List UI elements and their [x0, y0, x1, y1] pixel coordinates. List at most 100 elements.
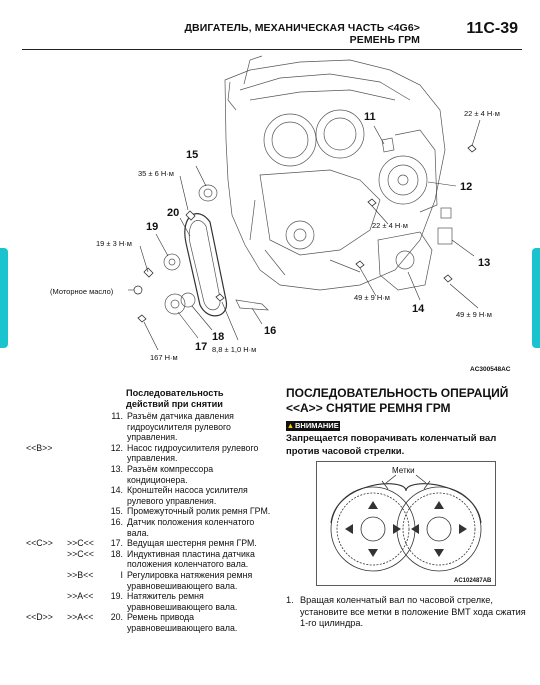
removal-step-code: [26, 506, 67, 517]
removal-caption: Последовательность действий при снятии: [126, 388, 276, 410]
callout-15: 15: [186, 149, 198, 161]
removal-step-install-code: >>C<<: [67, 538, 94, 549]
removal-step: 16. Датчик положения коленчатого вала.: [26, 517, 276, 538]
removal-step-code: [26, 485, 67, 506]
removal-step-number: 20.: [110, 612, 123, 623]
figure-code: AC300548AC: [470, 366, 511, 373]
warning-icon: ▲: [286, 421, 295, 430]
warning-text: Запрещается поворачивать коленчатый вал …: [286, 433, 497, 457]
torque-label: 22 ± 4 Н·м: [464, 109, 500, 118]
header-title-line2: РЕМЕНЬ ГРМ: [349, 34, 420, 46]
removal-step-install-code: [67, 517, 101, 538]
procedure-step-text: Вращая коленчатый вал по часовой стрелке…: [300, 595, 526, 628]
removal-step-number: 12.: [110, 442, 123, 453]
torque-label: 49 ± 9 Н·м: [354, 293, 390, 302]
removal-step-text: Регулировка натяжения ремня уравновешива…: [127, 569, 253, 591]
removal-step: <<B>> 12. Насос гидроусилителя рулевого уп…: [26, 443, 276, 464]
removal-step-install-code: >>C<<: [67, 548, 94, 559]
removal-step-code: [26, 591, 67, 612]
warning-badge: ▲ВНИМАНИЕ: [286, 421, 340, 431]
removal-step: >>A<< 19. Натяжитель ремня уравновешивающе…: [26, 591, 276, 612]
removal-step-text: Датчик положения коленчатого вала.: [127, 516, 255, 538]
removal-step-number: 17.: [110, 538, 123, 549]
removal-step-code: <<C>>: [26, 538, 53, 549]
torque-label: 167 Н·м: [150, 353, 178, 362]
page-header-title: ДВИГАТЕЛЬ, МЕХАНИЧЕСКАЯ ЧАСТЬ <4G6> РЕМЕ…: [184, 22, 420, 46]
removal-step-code: <<D>>: [26, 612, 53, 623]
removal-step-install-code: [67, 485, 101, 506]
removal-step-code: [26, 549, 67, 570]
removal-step-install-code: [67, 443, 101, 464]
removal-sequence: Последовательность действий при снятии 1…: [26, 388, 276, 633]
removal-step-text: Индуктивная пластина датчика положения к…: [127, 548, 255, 570]
procedure-step-number: 1.: [286, 595, 294, 605]
removal-step-text: Разъём компрессора кондиционера.: [127, 463, 214, 485]
removal-step-text: Ведущая шестерня ремня ГРМ.: [127, 538, 257, 549]
removal-step-text: Насос гидроусилителя рулевого управления…: [127, 442, 259, 464]
removal-step-text: Промежуточный ролик ремня ГРМ.: [127, 506, 271, 517]
torque-label: 22 ± 4 Н·м: [372, 221, 408, 230]
removal-step-install-code: [67, 464, 101, 485]
removal-step-install-code: >>B<<: [67, 569, 94, 580]
removal-step: 13. Разъём компрессора кондиционера.: [26, 464, 276, 485]
removal-step-install-code: [67, 411, 101, 443]
removal-step-install-code: [67, 506, 101, 517]
removal-step: <<D>> >>A<< 20. Ремень привода уравновешива…: [26, 612, 276, 633]
removal-step: >>C<< 18. Индуктивная пластина датчика пол…: [26, 549, 276, 570]
removal-step-install-code: >>A<<: [67, 612, 94, 623]
removal-step-code: <<B>>: [26, 442, 53, 453]
removal-step-number: 19.: [110, 591, 123, 602]
removal-step-code: [26, 464, 67, 485]
removal-step: 14. Кронштейн насоса усилителя рулевого у…: [26, 485, 276, 506]
removal-step: <<C>> >>C<< 17. Ведущая шестерня ремня ГРМ.: [26, 538, 276, 549]
torque-label: 8,8 ± 1,0 Н·м: [212, 345, 256, 354]
removal-step-code: [26, 517, 67, 538]
procedure-title-line1: ПОСЛЕДОВАТЕЛЬНОСТЬ ОПЕРАЦИЙ: [286, 386, 509, 400]
removal-step-text: Натяжитель ремня уравновешивающего вала.: [127, 591, 238, 612]
removal-step-number: 13.: [110, 463, 123, 474]
oil-note: (Моторное масло): [50, 287, 114, 296]
removal-step-code: [26, 411, 67, 443]
procedure-title-line2: <<A>> СНЯТИЕ РЕМНЯ ГРМ: [286, 401, 451, 415]
removal-caption-line2: действий при снятии: [126, 399, 223, 409]
engine-illustration: 11 12 13 14 15 16 17 18 19 20 22 ± 4 Н·м…: [50, 55, 500, 362]
callout-18: 18: [212, 331, 224, 343]
removal-step-text: Разъём датчика давления гидроусилителя р…: [127, 411, 234, 443]
torque-label: 35 ± 6 Н·м: [138, 169, 174, 178]
removal-step-number: 18.: [110, 548, 123, 559]
page-number: 11C-39: [466, 20, 518, 37]
callout-13: 13: [478, 257, 490, 269]
procedure-title: ПОСЛЕДОВАТЕЛЬНОСТЬ ОПЕРАЦИЙ <<A>> СНЯТИЕ…: [286, 386, 508, 416]
removal-step-text: Кронштейн насоса усилителя рулевого упра…: [127, 485, 248, 506]
removal-step: 15. Промежуточный ролик ремня ГРМ.: [26, 506, 276, 517]
removal-step-text: Ремень привода уравновешивающего вала.: [127, 612, 238, 633]
marks-label: Метки: [392, 466, 415, 475]
header-rule: [22, 49, 522, 50]
callout-16: 16: [264, 325, 276, 337]
removal-step: 11. Разъём датчика давления гидроусилител…: [26, 411, 276, 443]
removal-step-number: 11.: [111, 411, 123, 421]
procedure-step: 1. Вращая коленчатый вал по часовой стре…: [286, 595, 531, 630]
callout-19: 19: [146, 221, 158, 233]
warning-label: ВНИМАНИЕ: [295, 421, 339, 430]
removal-caption-line1: Последовательность: [126, 388, 224, 398]
torque-label: 19 ± 3 Н·м: [96, 239, 132, 248]
header-title-line1: ДВИГАТЕЛЬ, МЕХАНИЧЕСКАЯ ЧАСТЬ <4G6>: [184, 22, 420, 34]
removal-step: >>B<< I Регулировка натяжения ремня уравно…: [26, 570, 276, 591]
camshaft-marks-figure: Метки AC102487AB: [316, 461, 496, 586]
callout-14: 14: [412, 303, 425, 315]
callout-20: 20: [167, 207, 179, 219]
removal-step-install-code: >>A<<: [67, 591, 94, 602]
callout-11: 11: [364, 111, 376, 123]
marks-figure-code: AC102487AB: [454, 578, 492, 584]
removal-step-code: [26, 570, 67, 591]
removal-step-number: 14.: [110, 485, 123, 496]
right-section-tab: [532, 248, 540, 348]
removal-step-number: 16.: [110, 516, 123, 527]
callout-12: 12: [460, 181, 472, 193]
callout-17: 17: [195, 341, 207, 353]
removal-step-number: I: [120, 569, 123, 580]
left-section-tab: [0, 248, 8, 348]
removal-step-number: 15.: [110, 506, 123, 517]
torque-label: 49 ± 9 Н·м: [456, 310, 492, 319]
